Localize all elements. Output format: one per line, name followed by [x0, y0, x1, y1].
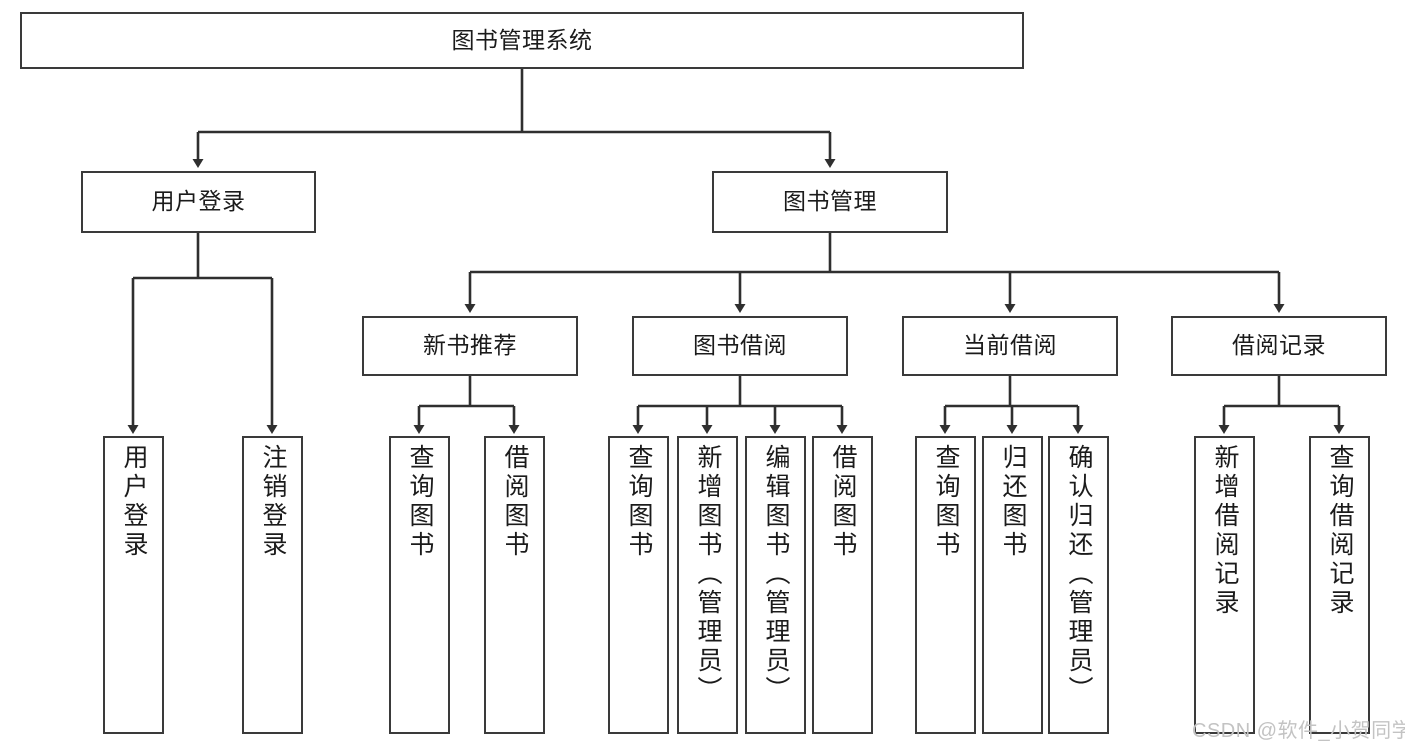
- node-new-book-recommend[interactable]: 新书推荐: [362, 316, 578, 376]
- node-borrow-record[interactable]: 借阅记录: [1171, 316, 1387, 376]
- leaf-record-query-record[interactable]: 查询借阅记录: [1309, 436, 1370, 734]
- csdn-watermark: CSDN @软件_小贺同学: [1192, 720, 1405, 742]
- leaf-borrow-borrow-book-label: 借阅图书: [829, 444, 857, 560]
- node-current-borrow[interactable]: 当前借阅: [902, 316, 1118, 376]
- leaf-borrow-add-book-label: 新增图书（管理员）: [694, 444, 722, 705]
- node-book-management[interactable]: 图书管理: [712, 171, 948, 233]
- leaf-record-query-record-label: 查询借阅记录: [1326, 444, 1354, 618]
- leaf-borrow-borrow-book[interactable]: 借阅图书: [812, 436, 873, 734]
- node-borrow-record-label: 借阅记录: [1232, 332, 1326, 359]
- node-new-book-recommend-label: 新书推荐: [423, 332, 517, 359]
- leaf-borrow-edit-book-label: 编辑图书（管理员）: [762, 444, 790, 705]
- leaf-borrow-query-book-label: 查询图书: [625, 444, 653, 560]
- leaf-current-query-book[interactable]: 查询图书: [915, 436, 976, 734]
- leaf-record-add-record[interactable]: 新增借阅记录: [1194, 436, 1255, 734]
- leaf-user-login-login[interactable]: 用户登录: [103, 436, 164, 734]
- node-book-borrow[interactable]: 图书借阅: [632, 316, 848, 376]
- node-user-login[interactable]: 用户登录: [81, 171, 316, 233]
- leaf-borrow-edit-book[interactable]: 编辑图书（管理员）: [745, 436, 806, 734]
- node-root[interactable]: 图书管理系统: [20, 12, 1024, 69]
- leaf-current-confirm-return[interactable]: 确认归还（管理员）: [1048, 436, 1109, 734]
- leaf-recommend-borrow-book-label: 借阅图书: [501, 444, 529, 560]
- node-current-borrow-label: 当前借阅: [963, 332, 1057, 359]
- leaf-user-login-login-label: 用户登录: [120, 444, 148, 560]
- node-book-management-label: 图书管理: [783, 188, 877, 215]
- leaf-user-login-logout-label: 注销登录: [259, 444, 287, 560]
- leaf-borrow-add-book[interactable]: 新增图书（管理员）: [677, 436, 738, 734]
- leaf-current-return-book-label: 归还图书: [999, 444, 1027, 560]
- node-user-login-label: 用户登录: [151, 188, 246, 215]
- leaf-current-query-book-label: 查询图书: [932, 444, 960, 560]
- leaf-recommend-query-book-label: 查询图书: [406, 444, 434, 560]
- node-root-label: 图书管理系统: [451, 26, 593, 53]
- leaf-borrow-query-book[interactable]: 查询图书: [608, 436, 669, 734]
- leaf-record-add-record-label: 新增借阅记录: [1211, 444, 1239, 618]
- leaf-current-confirm-return-label: 确认归还（管理员）: [1065, 444, 1093, 705]
- leaf-current-return-book[interactable]: 归还图书: [982, 436, 1043, 734]
- leaf-recommend-borrow-book[interactable]: 借阅图书: [484, 436, 545, 734]
- leaf-user-login-logout[interactable]: 注销登录: [242, 436, 303, 734]
- leaf-recommend-query-book[interactable]: 查询图书: [389, 436, 450, 734]
- node-book-borrow-label: 图书借阅: [693, 332, 787, 359]
